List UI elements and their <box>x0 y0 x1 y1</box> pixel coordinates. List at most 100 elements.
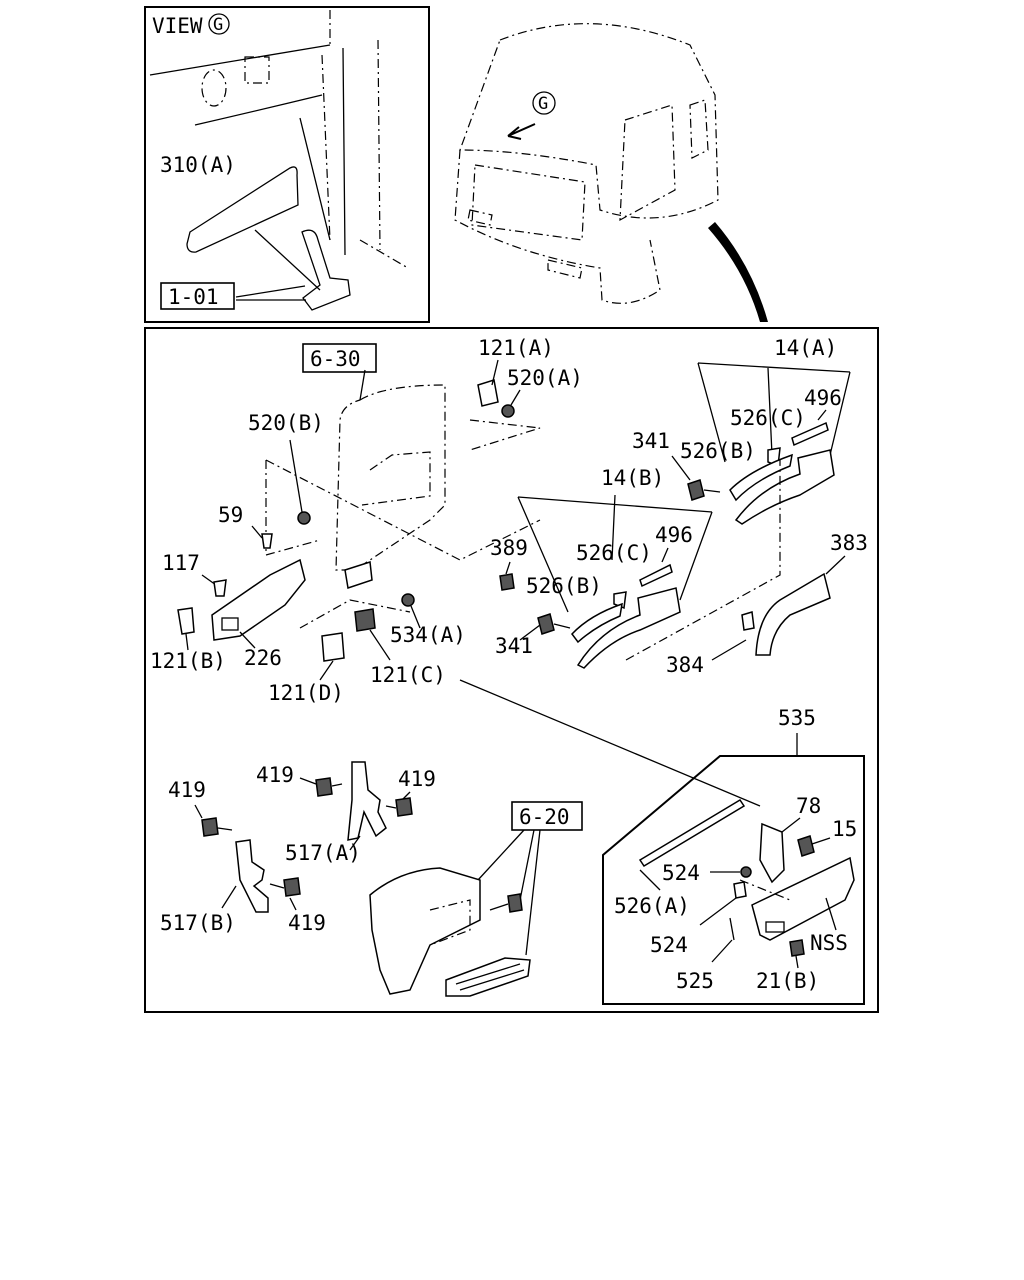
part-526a-strip <box>638 798 746 868</box>
leader-6-20 <box>477 829 541 956</box>
label-383: 383 <box>830 531 868 555</box>
leader-59 <box>251 525 263 539</box>
leader-520b <box>289 439 303 513</box>
view-arrow <box>507 123 536 140</box>
leader-496-mid <box>661 547 669 563</box>
step-assembly-6-20: 6-20 <box>369 801 583 997</box>
leader-21b <box>795 955 799 969</box>
label-524-a: 524 <box>662 861 700 885</box>
part-526b-mid-strip <box>571 602 623 644</box>
part-14b-panel <box>576 587 681 669</box>
step-tread-ribs <box>455 963 525 991</box>
door-panel-inner <box>361 451 431 506</box>
part-517a-bracket <box>347 761 387 841</box>
part-341-top-bolt <box>687 479 705 501</box>
part-534a-nut <box>401 593 415 607</box>
label-226: 226 <box>244 646 282 670</box>
leader-419-a <box>299 777 317 785</box>
ref-box-6-20[interactable] <box>511 801 583 831</box>
label-384: 384 <box>666 653 704 677</box>
part-419-b-bolt <box>395 797 413 817</box>
interior-hole <box>201 69 227 107</box>
label-419-d: 419 <box>288 911 326 935</box>
label-121d: 121(D) <box>268 681 344 705</box>
assembly-guide-lines <box>265 459 541 561</box>
label-496-mid: 496 <box>655 523 693 547</box>
cab-outline <box>459 23 719 219</box>
leader-121b <box>185 633 189 651</box>
ref-6-20[interactable]: 6-20 <box>519 805 570 829</box>
ref-1-01[interactable]: 1-01 <box>168 285 219 309</box>
part-121b-clip <box>177 607 195 635</box>
part-419-a-bolt <box>315 777 333 797</box>
leader-524-b <box>699 897 737 926</box>
label-526b-mid: 526(B) <box>526 574 602 598</box>
leader-525 <box>711 939 733 963</box>
leader-226 <box>239 631 256 649</box>
interior-window <box>244 56 270 84</box>
part-14a-panel <box>734 449 835 525</box>
ref-box-6-30[interactable] <box>302 343 377 373</box>
part-226-bracket <box>211 558 306 641</box>
label-520a: 520(A) <box>507 366 583 390</box>
leader-121d <box>319 660 334 681</box>
leader-78 <box>781 817 801 833</box>
part-520b-nut <box>297 511 311 525</box>
step-frame-inner <box>429 899 471 946</box>
part-117-rivet <box>213 579 227 597</box>
part-341-mid-bolt <box>537 613 555 635</box>
part-121d-clip <box>321 632 345 662</box>
cab-marker-letter: G <box>538 94 548 114</box>
leader-534a <box>410 605 421 629</box>
part-419-d-shank <box>269 883 285 889</box>
label-310a: 310(A) <box>160 153 236 177</box>
step-bolt <box>507 893 523 913</box>
part-526c-mid-clip <box>613 591 627 610</box>
leader-nss <box>825 897 837 931</box>
label-341-top: 341 <box>632 429 670 453</box>
view-g-frame <box>144 6 430 323</box>
ref-box-1-01[interactable] <box>160 282 235 310</box>
part-496-top-strip <box>791 421 829 447</box>
label-nss: NSS <box>810 931 848 955</box>
part-419-c-shank <box>217 827 233 831</box>
view-marker-circle <box>208 13 230 35</box>
leader-419-d <box>289 897 297 911</box>
ref-6-30[interactable]: 6-30 <box>310 347 361 371</box>
pedal-shape <box>301 229 351 311</box>
label-59: 59 <box>218 503 243 527</box>
subbox-535: 535 526(A) 78 15 524 524 525 NSS 21(B) <box>602 706 865 1005</box>
label-341-mid: 341 <box>495 634 533 658</box>
label-14a: 14(A) <box>774 336 837 360</box>
label-535: 535 <box>778 706 816 730</box>
leader-517b <box>221 885 237 909</box>
label-526c-top: 526(C) <box>730 406 806 430</box>
leader-389 <box>505 561 511 575</box>
view-g-inset: VIEW G 310(A) 1-01 <box>144 6 430 323</box>
part-525-pin <box>729 917 735 941</box>
leader-6-30 <box>359 369 366 401</box>
part-341-top-shank <box>703 489 721 493</box>
part-121a-clip <box>477 379 499 407</box>
part-383-cover <box>755 572 831 656</box>
guide-to-535 <box>459 679 761 807</box>
guide-121a <box>469 419 541 451</box>
part-nss-step <box>751 856 855 941</box>
leader-419-c <box>194 804 203 819</box>
callout-sweep <box>708 222 768 322</box>
leader-383 <box>825 555 846 575</box>
label-520b: 520(B) <box>248 411 324 435</box>
leader-14b <box>517 494 713 613</box>
interior-outline <box>321 10 409 269</box>
label-21b: 21(B) <box>756 969 819 993</box>
part-384-clip <box>741 611 755 631</box>
leader-341-top <box>671 455 691 481</box>
part-496-mid-strip <box>639 563 673 588</box>
part-520a-nut <box>501 404 515 418</box>
part-419-c-bolt <box>201 817 219 837</box>
leader-310a <box>254 229 321 291</box>
leader-15 <box>811 837 831 845</box>
step-tread <box>445 957 531 997</box>
part-15-bolt <box>797 835 815 857</box>
